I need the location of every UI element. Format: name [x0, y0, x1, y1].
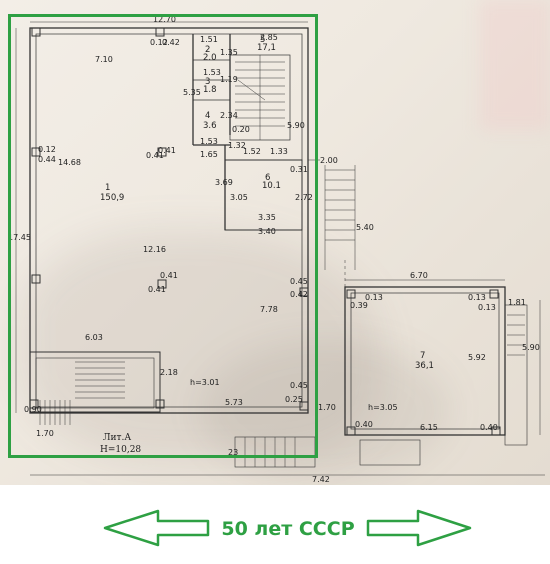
dim-label: 5.90 — [287, 121, 305, 130]
room-4-number: 4 — [205, 111, 210, 121]
dim-label: 0.42 — [162, 38, 180, 47]
dim-top-width: 12.70 — [153, 15, 176, 24]
dim-label: 23 — [228, 448, 238, 457]
dim-label: 2.34 — [220, 111, 238, 120]
dim-label: 3.05 — [230, 193, 248, 202]
dim-label: 1.70 — [318, 403, 336, 412]
room-2-area: 2.0 — [203, 53, 217, 63]
height-annex: h=3.05 — [368, 403, 398, 412]
room-6-number: 6 — [265, 173, 270, 183]
dim-label: 0.31 — [290, 165, 308, 174]
dim-label: 1.35 — [220, 48, 238, 57]
dim-label: 5.92 — [468, 353, 486, 362]
dim-label: 1.32 — [228, 141, 246, 150]
room-7-area: 36,1 — [415, 361, 434, 371]
dim-label: 0.40 — [355, 420, 373, 429]
highlight-frame — [8, 14, 318, 458]
dim-label: 5.40 — [356, 223, 374, 232]
room-3-number: 3 — [205, 77, 210, 87]
dim-label: 0.25 — [285, 395, 303, 404]
dim-label: 6.03 — [85, 333, 103, 342]
dim-label: 1.65 — [200, 150, 218, 159]
dim-label: 1.81 — [508, 298, 526, 307]
dim-label: 0.20 — [232, 125, 250, 134]
dim-label: 0.12 — [150, 38, 168, 47]
dim-label: 0.13 — [365, 293, 383, 302]
dim-label: 1.51 — [200, 35, 218, 44]
dim-label: 0.41 — [160, 271, 178, 280]
floor-plan-drawing: 12.70 0.12 0.42 1.51 2.85 5 17,1 2 2.0 1… — [8, 15, 545, 484]
lit-a-label: Лит.А — [103, 433, 131, 443]
dim-label: 3.40 — [258, 227, 276, 236]
dim-label: 14.68 — [58, 158, 81, 167]
dim-bottom-width: 7.42 — [312, 475, 330, 484]
room-1-area: 150,9 — [100, 193, 124, 203]
dim-label: 3.35 — [258, 213, 276, 222]
caption-arrows — [103, 509, 472, 547]
dim-label: 2.18 — [160, 368, 178, 377]
dim-label: 2.85 — [260, 33, 278, 42]
dim-label: 1.53 — [200, 137, 218, 146]
dim-label: 6.15 — [420, 423, 438, 432]
dim-label: 6.70 — [410, 271, 428, 280]
dim-label: 1.53 — [203, 68, 221, 77]
room-7-number: 7 — [420, 351, 425, 361]
room-6-area: 10.1 — [262, 181, 281, 191]
dim-label: 1.52 — [243, 147, 261, 156]
room-3-area: 1.8 — [203, 85, 217, 95]
left-arrow-icon — [103, 509, 210, 547]
dim-label: 2.72 — [295, 193, 313, 202]
room-5-number: 5 — [260, 35, 265, 45]
dim-label: 0.45 — [290, 381, 308, 390]
dim-label: 12.16 — [143, 245, 166, 254]
height-main: h=3.01 — [190, 378, 220, 387]
dim-label: 1.19 — [220, 75, 238, 84]
dim-label: 0.13 — [468, 293, 486, 302]
dim-label: 5.35 — [183, 88, 201, 97]
dim-label: 5.73 — [225, 398, 243, 407]
main-building-outline — [29, 27, 309, 414]
dim-label: 5.90 — [522, 343, 540, 352]
right-arrow-icon — [366, 509, 472, 547]
dim-label: 3.69 — [215, 178, 233, 187]
photo-shadow — [20, 230, 380, 460]
dim-label: 0.90 — [24, 405, 42, 414]
dim-total-height: 17.45 — [8, 233, 31, 242]
dim-label: 0.40 — [480, 423, 498, 432]
dim-label: 1.33 — [270, 147, 288, 156]
dim-label: 0.12 — [38, 145, 56, 154]
dim-label: 0.44 — [38, 155, 56, 164]
floor-plan-photo — [0, 0, 550, 485]
photo-glare — [480, 0, 550, 130]
room-5-area: 17,1 — [257, 43, 276, 53]
dim-label: 7.10 — [95, 55, 113, 64]
room-2-number: 2 — [205, 45, 210, 55]
dim-label: 7.78 — [260, 305, 278, 314]
dim-label: 0.41 — [148, 285, 166, 294]
street-name-caption: 50 лет СССР — [221, 518, 355, 540]
dim-label: 0.42 — [290, 290, 308, 299]
dim-label: 0.13 — [478, 303, 496, 312]
building-height-label: H=10,28 — [100, 445, 141, 455]
room-4-area: 3.6 — [203, 121, 217, 131]
dim-label: 0.41 — [158, 146, 176, 155]
room-1-number: 1 — [105, 183, 110, 193]
dim-label: 1.70 — [36, 429, 54, 438]
dim-label: 0.41 — [146, 151, 164, 160]
dim-label: 0.45 — [290, 277, 308, 286]
dim-label: 2.00 — [320, 156, 338, 165]
dim-label: 0.39 — [350, 301, 368, 310]
